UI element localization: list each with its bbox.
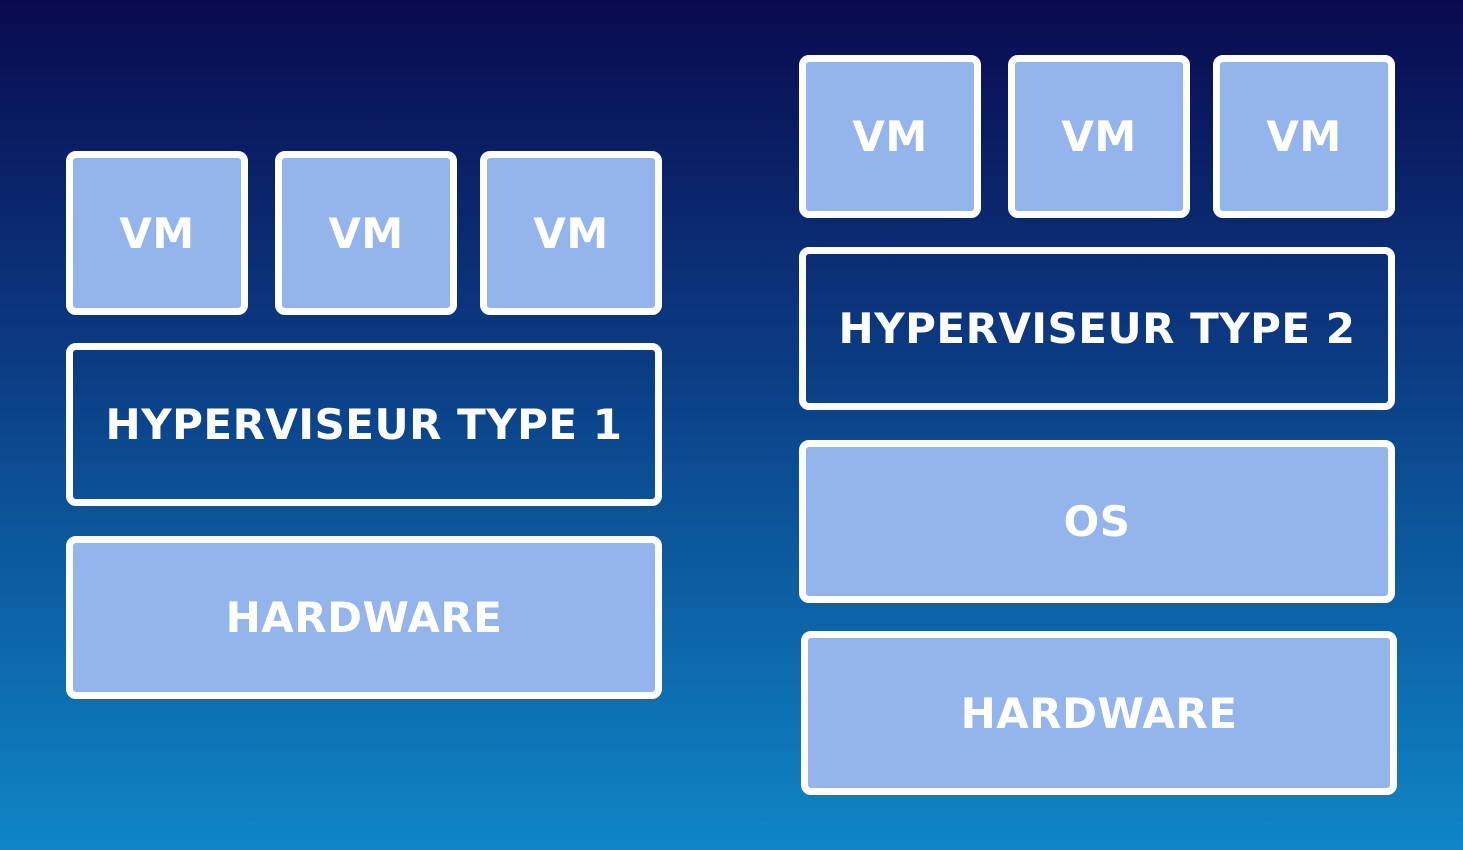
hypervisor-label: HYPERVISEUR TYPE 2 bbox=[838, 304, 1356, 353]
vm-label: VM bbox=[1266, 112, 1342, 161]
os-box: OS bbox=[799, 440, 1395, 603]
hardware-label: HARDWARE bbox=[225, 593, 503, 642]
vm-box: VM bbox=[799, 55, 981, 218]
hypervisor-label: HYPERVISEUR TYPE 1 bbox=[105, 400, 623, 449]
vm-label: VM bbox=[1061, 112, 1137, 161]
os-label: OS bbox=[1063, 497, 1131, 546]
vm-box: VM bbox=[1008, 55, 1190, 218]
vm-label: VM bbox=[328, 208, 404, 258]
hypervisor-type1-box: HYPERVISEUR TYPE 1 bbox=[66, 343, 662, 506]
vm-box: VM bbox=[66, 151, 248, 315]
vm-box: VM bbox=[480, 151, 662, 315]
hardware-box: HARDWARE bbox=[66, 536, 662, 699]
vm-label: VM bbox=[852, 112, 928, 161]
hypervisor-type2-box: HYPERVISEUR TYPE 2 bbox=[799, 247, 1395, 410]
hardware-label: HARDWARE bbox=[960, 688, 1238, 738]
vm-box: VM bbox=[1213, 55, 1395, 218]
vm-label: VM bbox=[533, 208, 609, 258]
vm-box: VM bbox=[275, 151, 457, 315]
hardware-box: HARDWARE bbox=[801, 631, 1397, 795]
vm-label: VM bbox=[119, 208, 195, 258]
